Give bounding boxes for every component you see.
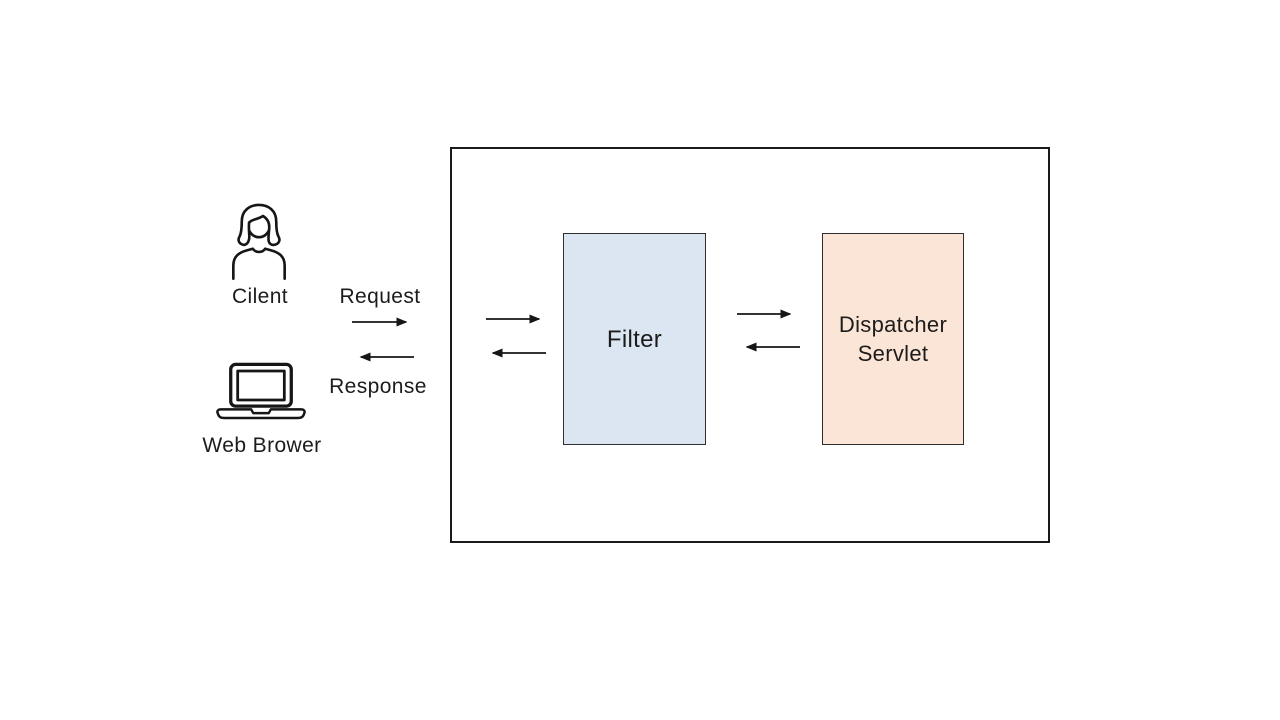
response-label: Response [329,375,427,398]
dispatcher-servlet-node: Dispatcher Servlet [822,233,964,445]
laptop-icon [216,362,306,420]
filter-node: Filter [563,233,706,445]
browser-figure [216,360,306,422]
filter-label: Filter [606,325,663,353]
person-icon [232,203,286,280]
client-label: Cilent [231,285,289,308]
client-figure [226,202,292,282]
request-label: Request [339,285,421,308]
server-container-box [450,147,1050,543]
web-browser-label: Web Brower [202,434,322,457]
dispatcher-servlet-label: Dispatcher Servlet [838,312,948,366]
